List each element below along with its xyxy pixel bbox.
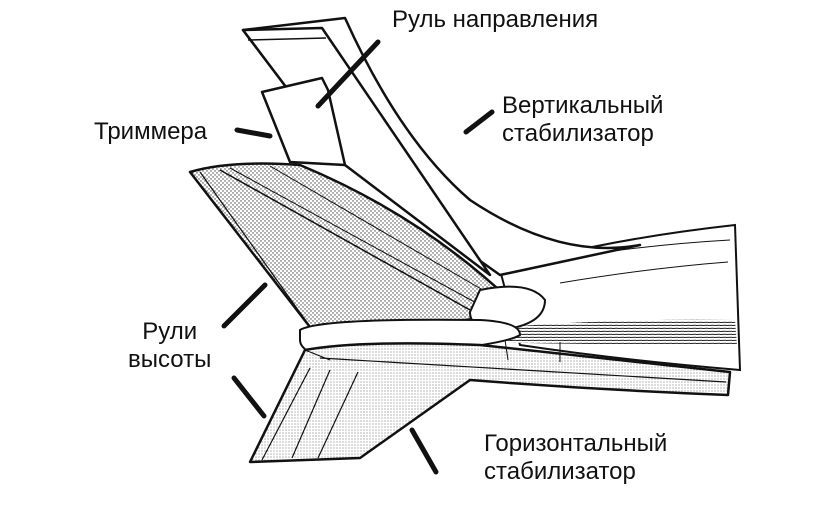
rudder-label: Руль направления: [392, 6, 599, 33]
elevators-label-line1: Рули: [142, 318, 198, 345]
leader-trim-tabs: [234, 127, 273, 139]
horizontal-stabilizer-label-line2: стабилизатор: [484, 458, 636, 485]
leader-elevators-upper: [221, 282, 268, 329]
vertical-stabilizer-label-line2: стабилизатор: [502, 120, 654, 147]
leader-lines: [221, 39, 495, 475]
elevators-label-line2: высоты: [128, 346, 212, 373]
horizontal-stabilizer-label: Горизонтальный стабилизатор: [484, 430, 667, 486]
elevators-label: Рули высоты: [128, 318, 211, 374]
vertical-stabilizer-label-line1: Вертикальный: [502, 92, 664, 119]
vertical-stabilizer-label: Вертикальный стабилизатор: [502, 92, 663, 148]
trim-tabs-label: Триммера: [94, 118, 208, 145]
leader-elevators-lower: [231, 375, 267, 419]
leader-horizontal-stabilizer: [409, 427, 439, 475]
leader-rudder: [315, 39, 381, 109]
fuselage-shading: [470, 319, 737, 345]
horizontal-stabilizer-label-line1: Горизонтальный: [484, 430, 668, 457]
leader-vertical-stabilizer: [463, 109, 495, 135]
horizontal-stabilizer-lower: [248, 339, 732, 464]
